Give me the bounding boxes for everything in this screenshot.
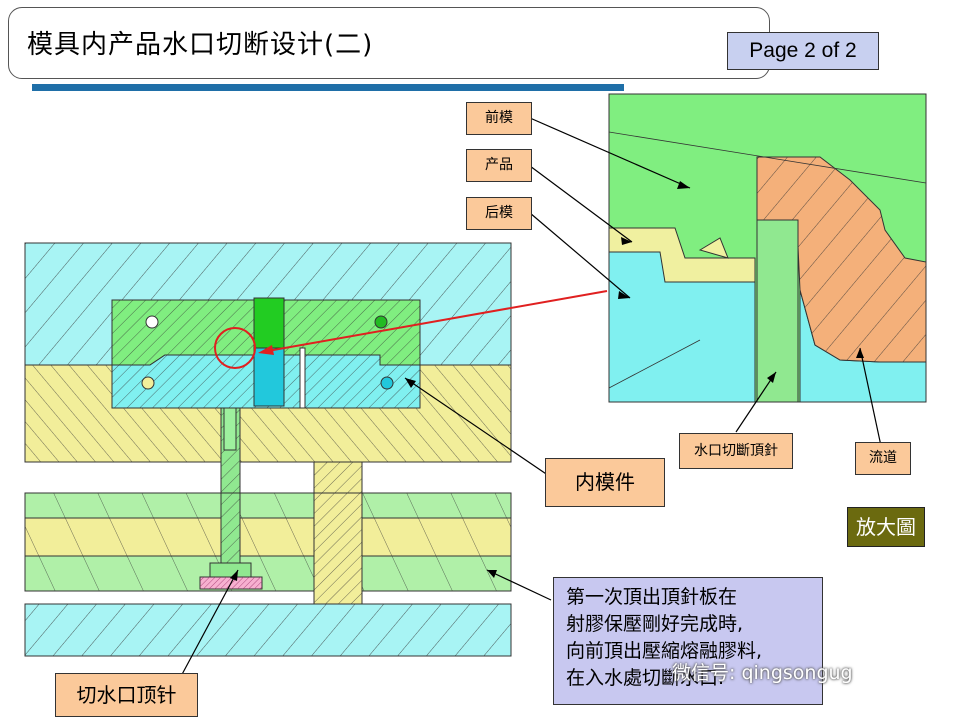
label-runner: 流道 <box>855 442 911 475</box>
label-product: 产品 <box>466 149 532 182</box>
gate-highlight <box>214 327 256 369</box>
arrowheads <box>230 181 864 581</box>
zoom-detail <box>608 93 927 403</box>
detail-pin <box>756 219 799 403</box>
leader-lines <box>178 117 882 681</box>
label-rear-mold: 后模 <box>466 197 532 230</box>
title-box: 模具内产品水口切断设计(二) <box>8 7 770 79</box>
sprue-green <box>253 297 285 349</box>
process-note: 第一次頂出頂針板在 射膠保壓剛好完成時, 向前頂出壓縮熔融膠料, 在入水處切斷水… <box>553 577 823 705</box>
label-gate-cut-pin: 切水口顶针 <box>55 673 198 717</box>
note-line: 在入水處切斷水口. <box>566 667 725 689</box>
note-line: 第一次頂出頂針板在 <box>566 586 738 608</box>
page-indicator: Page 2 of 2 <box>727 32 879 70</box>
label-front-mold: 前模 <box>466 102 532 135</box>
accent-bar <box>32 84 624 91</box>
page-title: 模具内产品水口切断设计(二) <box>27 30 374 60</box>
zoom-button[interactable]: 放大圖 <box>847 507 925 547</box>
label-inner-insert: 内模件 <box>545 458 665 507</box>
mold-section <box>24 242 512 657</box>
label-gate-cut-pin-detail: 水口切斷頂針 <box>679 433 793 469</box>
note-line: 射膠保壓剛好完成時, <box>566 613 744 635</box>
note-line: 向前頂出壓縮熔融膠料, <box>566 640 763 662</box>
sprue-cyan <box>253 347 285 407</box>
watermark: 微信号: qingsongug <box>672 662 853 684</box>
red-arrow <box>261 290 608 353</box>
